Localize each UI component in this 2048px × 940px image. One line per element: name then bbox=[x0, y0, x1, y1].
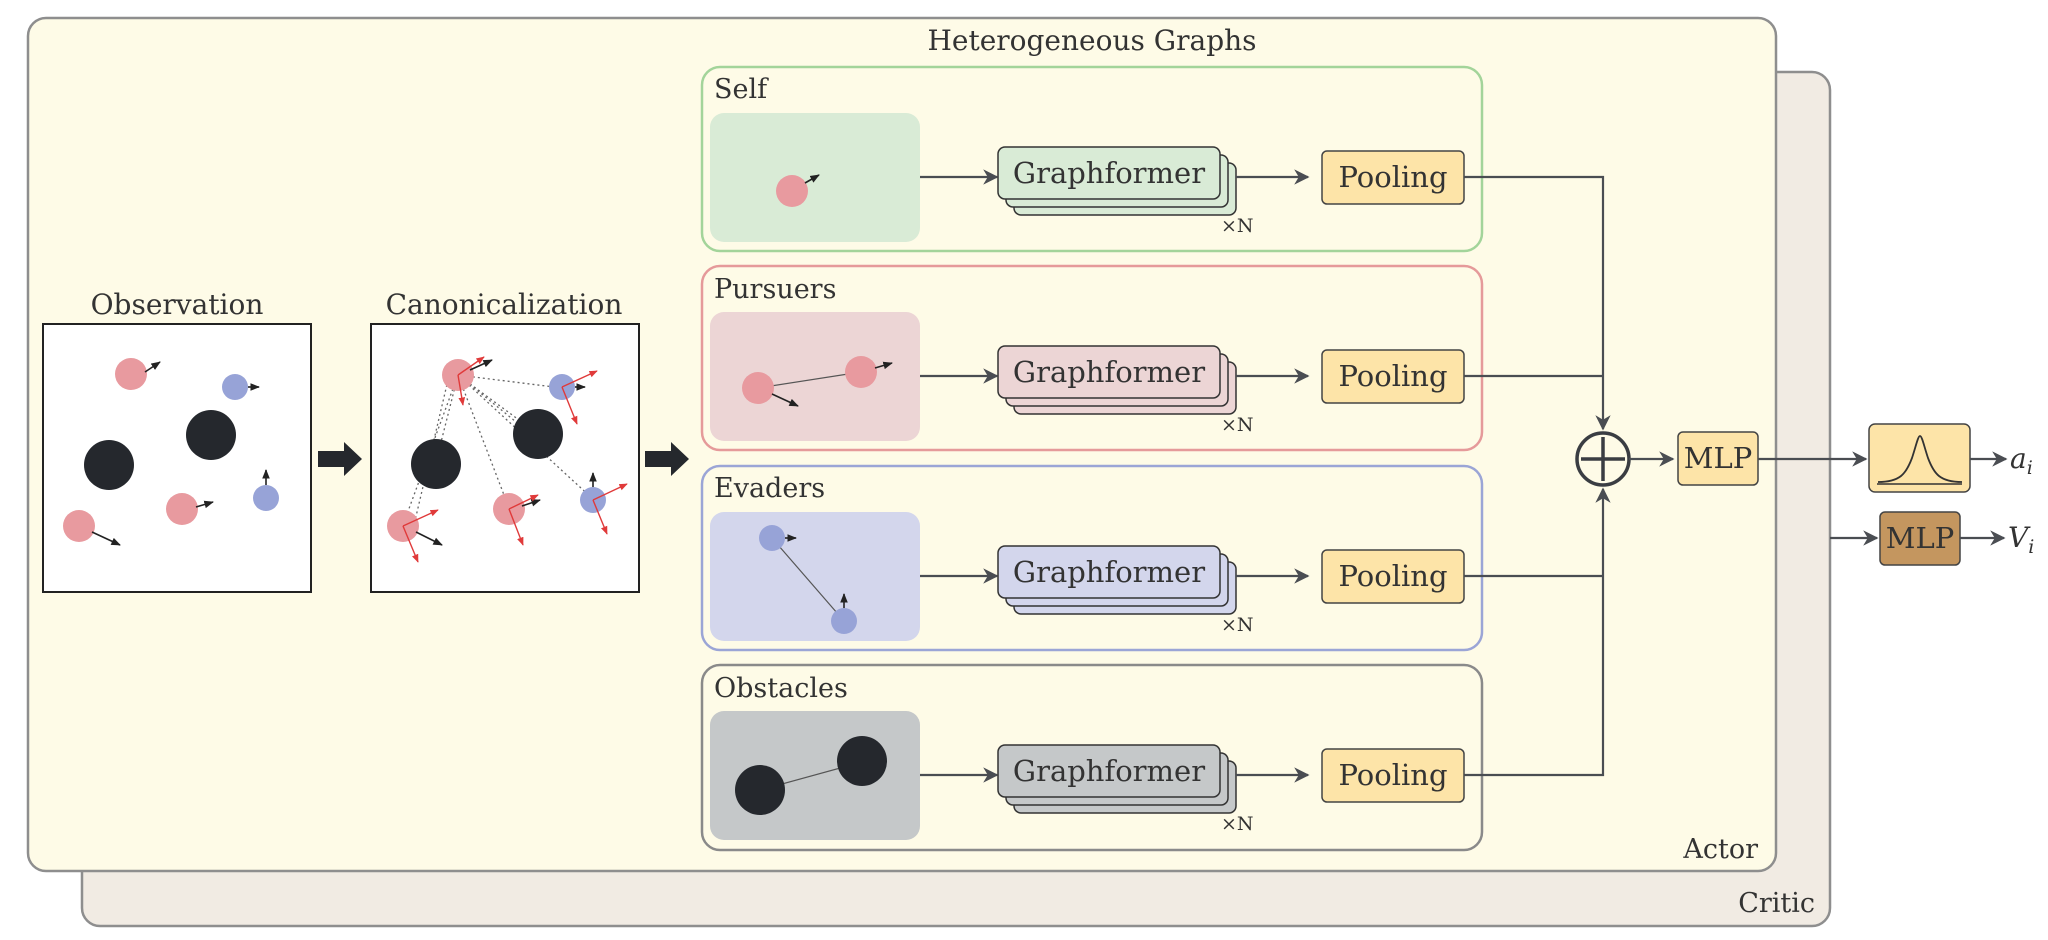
pursuers-repeat-label: ×N bbox=[1221, 414, 1254, 436]
critic-label: Critic bbox=[1738, 888, 1815, 919]
transition-arrow-1 bbox=[318, 442, 362, 476]
branch-pursuers-label: Pursuers bbox=[714, 274, 836, 305]
pursuers-graphformer-block bbox=[997, 345, 1221, 399]
actor-label: Actor bbox=[1682, 834, 1758, 865]
gaussian-distribution-icon bbox=[1868, 423, 1971, 493]
pursuers-pooling-label: Pooling bbox=[1338, 359, 1447, 393]
evaders-repeat-label: ×N bbox=[1221, 614, 1254, 636]
branch-evaders-label: Evaders bbox=[714, 473, 825, 504]
obstacles-graphformer-label: Graphformer bbox=[1013, 754, 1205, 788]
pursuer-1 bbox=[115, 358, 147, 390]
obstacles-repeat-label: ×N bbox=[1221, 813, 1254, 835]
obstacle-2 bbox=[186, 410, 236, 460]
branch-obstacles: Obstacles Graphformer ×N Pooling bbox=[700, 663, 1484, 852]
self-repeat-label: ×N bbox=[1221, 215, 1254, 237]
evader-2 bbox=[253, 485, 279, 511]
branch-self: Self Graphformer ×N Pooling bbox=[700, 65, 1484, 253]
pursuer-2 bbox=[166, 493, 198, 525]
evaders-graph-box bbox=[710, 512, 920, 641]
actor-mlp-label: MLP bbox=[1684, 441, 1752, 475]
self-graphformer-label: Graphformer bbox=[1013, 156, 1205, 190]
observation-label: Observation bbox=[91, 288, 264, 321]
pursuer-3 bbox=[63, 510, 95, 542]
aggregation-connectors bbox=[1464, 175, 1611, 777]
evader-1 bbox=[222, 374, 248, 400]
evaders-graphformer-block bbox=[997, 545, 1221, 599]
concat-operator-icon bbox=[1575, 431, 1631, 487]
pursuers-graphformer-label: Graphformer bbox=[1013, 355, 1205, 389]
canon-obstacle-1 bbox=[411, 439, 461, 489]
evaders-pooling-label: Pooling bbox=[1338, 559, 1447, 593]
critic-output-label: Vi bbox=[2008, 521, 2034, 558]
branch-pursuers: Pursuers Graphformer ×N Pooling bbox=[700, 264, 1484, 452]
self-graphformer-block bbox=[997, 146, 1221, 200]
obstacles-graphformer-block bbox=[997, 744, 1221, 798]
branch-obstacles-label: Obstacles bbox=[714, 673, 848, 704]
transition-arrow-2 bbox=[645, 442, 689, 476]
self-pooling-label: Pooling bbox=[1338, 160, 1447, 194]
actor-output-label: ai bbox=[2010, 442, 2033, 479]
observation-panel bbox=[42, 323, 312, 593]
critic-mlp-label: MLP bbox=[1886, 521, 1954, 555]
obstacle-1 bbox=[84, 440, 134, 490]
canon-obstacle-2 bbox=[513, 409, 563, 459]
branch-self-label: Self bbox=[714, 74, 769, 105]
canonicalization-panel bbox=[370, 323, 640, 593]
actor-panel bbox=[26, 16, 1778, 873]
pursuers-graph-box bbox=[710, 312, 920, 441]
canonicalization-label: Canonicalization bbox=[386, 288, 623, 321]
obstacles-pooling-label: Pooling bbox=[1338, 758, 1447, 792]
branch-evaders: Evaders Graphformer ×N Pooling bbox=[700, 464, 1484, 652]
heterogeneous-graphs-title: Heterogeneous Graphs bbox=[927, 24, 1256, 57]
evaders-graphformer-label: Graphformer bbox=[1013, 555, 1205, 589]
